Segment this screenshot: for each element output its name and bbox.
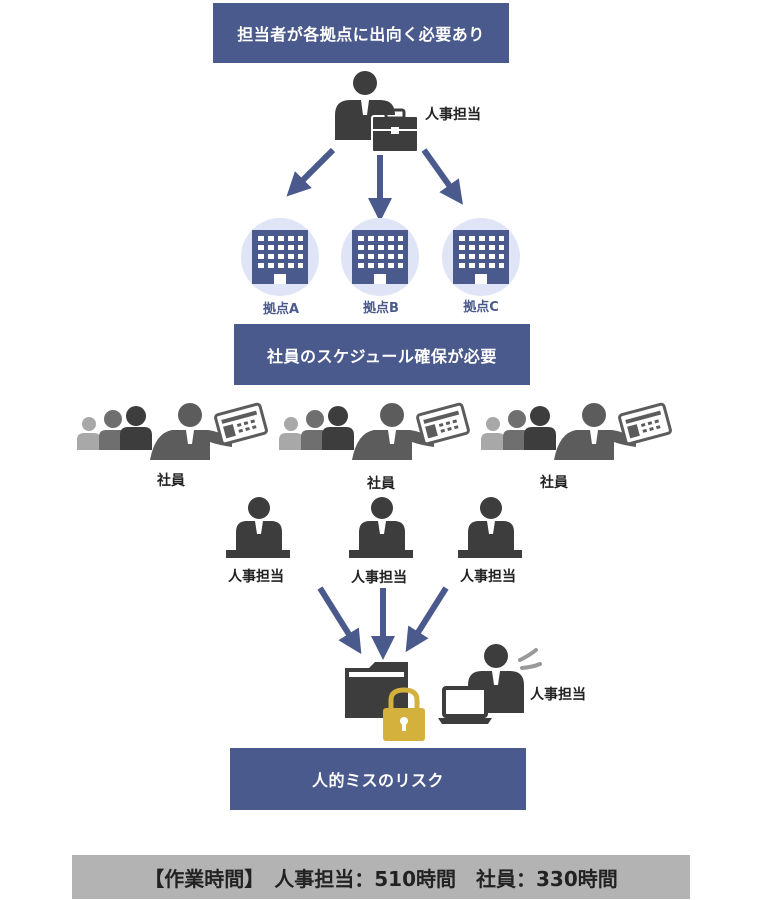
building-icon-b: [341, 218, 419, 296]
building-icon-a: [241, 218, 319, 296]
work-time-summary: 【作業時間】 人事担当：510時間 社員：330時間: [72, 855, 690, 899]
banner-schedule-needed: 社員のスケジュール確保が必要: [234, 324, 530, 385]
banner-must-visit-sites: 担当者が各拠点に出向く必要あり: [213, 3, 509, 63]
hr-staff-label-1: 人事担当: [228, 569, 284, 585]
hr-label-top: 人事担当: [425, 107, 481, 123]
employee-group-icon-2: [279, 402, 470, 460]
site-label-b: 拠点B: [363, 301, 399, 316]
hr-person-briefcase-icon: [335, 71, 419, 153]
hr-staff-label-3: 人事担当: [460, 569, 516, 585]
building-icon-c: [442, 218, 520, 296]
employee-label-1: 社員: [157, 473, 185, 489]
locked-folder-icon: [345, 662, 425, 741]
arrows-to-folder: [317, 586, 449, 660]
hr-desk-person-icon-2: [349, 497, 413, 558]
site-label-c: 拠点C: [463, 300, 499, 315]
site-label-a: 拠点A: [262, 302, 300, 317]
employee-label-2: 社員: [367, 476, 395, 492]
hr-desk-person-icon-1: [226, 497, 290, 558]
hr-desk-person-icon-3: [458, 497, 522, 558]
banner-human-error-risk: 人的ミスのリスク: [230, 748, 526, 810]
arrows-to-sites: [286, 147, 463, 222]
employee-label-3: 社員: [540, 475, 568, 491]
hr-staff-label-2: 人事担当: [351, 570, 407, 586]
hr-label-laptop: 人事担当: [530, 687, 586, 703]
employee-group-icon-1: [77, 402, 268, 460]
employee-group-icon-3: [481, 402, 672, 460]
hr-person-laptop-icon: [438, 644, 542, 724]
